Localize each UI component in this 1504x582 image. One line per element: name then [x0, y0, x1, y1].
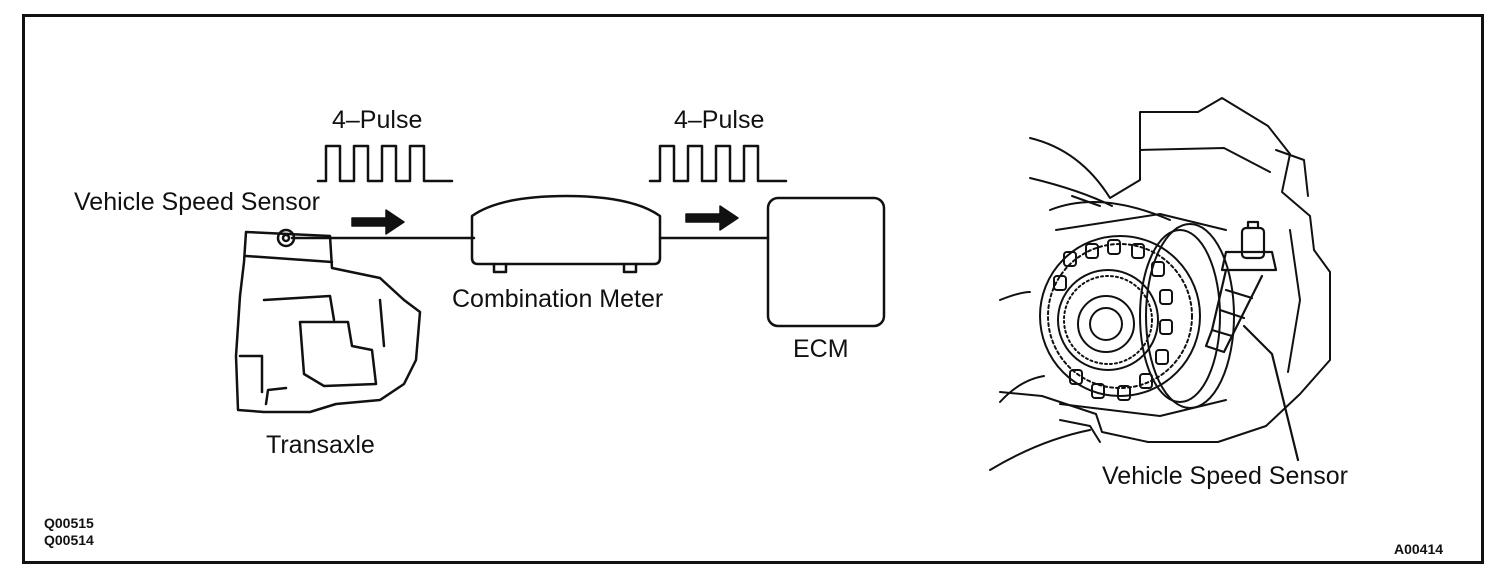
transaxle-cutaway-drawing [989, 97, 1331, 471]
transaxle-detail-2 [262, 294, 336, 322]
figure-code-2: Q00514 [44, 532, 94, 548]
transaxle-label: Transaxle [266, 431, 375, 459]
transaxle-detail-1 [244, 254, 334, 264]
figure-code-right: A00414 [1394, 541, 1444, 557]
meter-leg-left [492, 262, 508, 274]
signal-arrow-right [685, 205, 739, 231]
figure-code-1: Q00515 [44, 515, 94, 531]
ecm-box [766, 196, 886, 328]
signal-arrow-left [351, 209, 405, 235]
transaxle-detail-4 [264, 386, 288, 406]
transaxle-detail-5 [238, 354, 264, 394]
combination-meter-label: Combination Meter [452, 285, 664, 313]
pulse-waveform-left [316, 144, 454, 183]
transaxle-detail-3 [378, 298, 386, 348]
pulse-waveform-right [648, 144, 788, 183]
diagram-frame [22, 14, 1484, 564]
pulse-label-right: 4–Pulse [674, 106, 765, 134]
speed-sensor-drawing [1204, 220, 1278, 354]
meter-leg-right [622, 262, 638, 274]
ecm-label: ECM [793, 335, 849, 363]
vehicle-speed-sensor-label-right: Vehicle Speed Sensor [1102, 462, 1349, 490]
pulse-label-left: 4–Pulse [332, 106, 423, 134]
sensor-leader-line [1242, 324, 1300, 462]
gear-pinions-drawing [1053, 239, 1173, 401]
transaxle-shape [234, 230, 422, 414]
combination-meter-shape [470, 194, 662, 266]
sensor-mount [276, 228, 296, 248]
vehicle-speed-sensor-label-left: Vehicle Speed Sensor [74, 188, 321, 216]
transaxle-inner [298, 320, 378, 388]
sensor-mount-core [281, 233, 291, 243]
